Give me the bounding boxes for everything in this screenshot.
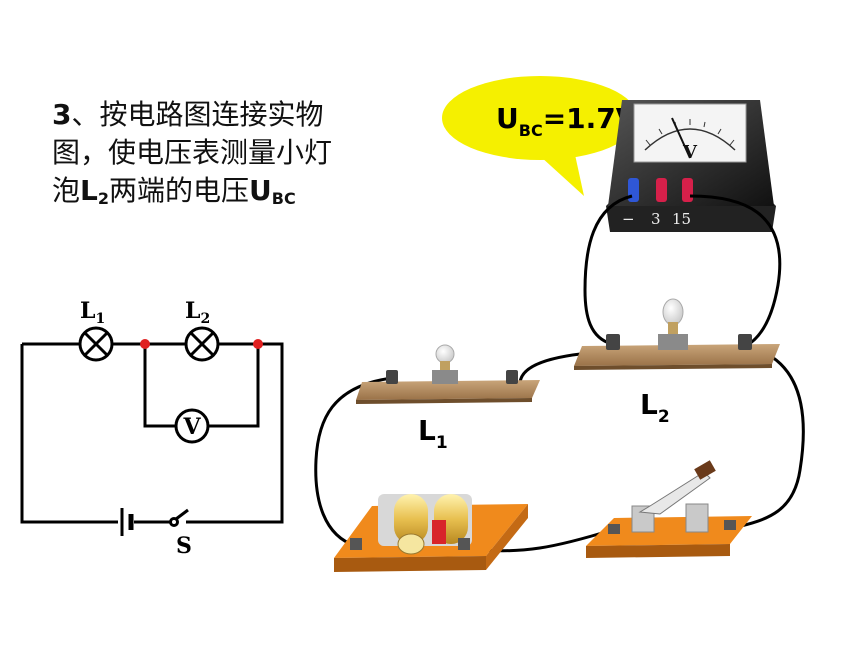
schematic-diagram [20, 342, 284, 524]
title-line-2: 图，使电压表测量小灯 [52, 136, 333, 169]
battery-cell-1 [394, 494, 428, 544]
schematic-lamp-l1-symbol [78, 326, 114, 362]
l1-socket [432, 370, 458, 384]
schematic-switch-symbol [169, 508, 189, 527]
title-line-1: 、按电路图连接实物 [71, 98, 324, 131]
schematic-switch-label: S [176, 533, 192, 559]
instruction-text: 3、按电路图连接实物 图，使电压表测量小灯 泡L2两端的电压UBC [52, 96, 392, 218]
battery-positive-marker [432, 520, 446, 544]
l1-terminal-left [386, 370, 398, 384]
title-volt-letter: U [249, 174, 272, 207]
battery-terminal-pos [458, 538, 470, 550]
lamp-l1-board [356, 344, 540, 404]
title-volt-sub: BC [271, 189, 296, 208]
photo-l1-label: L1 [418, 414, 448, 453]
step-number: 3 [52, 98, 72, 131]
schematic-lamp-l2-symbol [184, 326, 220, 362]
junction-point-c [253, 339, 263, 349]
battery-pack [334, 494, 528, 572]
schematic-l2-label: L2 [185, 298, 210, 327]
l1-terminal-right [506, 370, 518, 384]
photo-l2-label: L2 [640, 388, 670, 427]
battery-terminal-neg [350, 538, 362, 550]
schematic-voltmeter-symbol: V [174, 408, 210, 444]
l2-terminal-c [738, 334, 752, 350]
l2-terminal-b [606, 334, 620, 350]
voltmeter-device: V − 3 15 [606, 100, 776, 232]
switch-contact-post [685, 503, 709, 533]
terminal-label-minus: − [622, 210, 635, 228]
junction-point-b [140, 339, 150, 349]
title-line-3-mid: 两端的电压 [109, 174, 250, 207]
wire-l2-to-switch [731, 344, 805, 530]
voltmeter-negative-terminal [628, 178, 639, 202]
voltmeter-dial-face [633, 103, 747, 163]
voltage-reading-bubble: UBC=1.7V [442, 76, 638, 196]
wire-battery-to-l1 [314, 376, 393, 548]
l2-bulb [662, 298, 684, 326]
voltmeter-needle [671, 117, 691, 159]
knife-switch [586, 460, 752, 558]
schematic-top-wire [22, 342, 284, 524]
schematic-left-wire [20, 344, 118, 524]
terminal-label-3: 3 [651, 210, 661, 228]
voltmeter-15v-terminal [682, 178, 693, 202]
lamp-l2-board [574, 298, 780, 370]
schematic-voltmeter-branch [143, 344, 260, 428]
title-lamp-sub: 2 [97, 189, 109, 208]
l2-socket [658, 334, 688, 350]
wire-meter-to-b [583, 194, 633, 346]
voltmeter-3v-terminal [656, 178, 667, 202]
schematic-l1-label: L1 [80, 298, 105, 327]
switch-handle [694, 460, 716, 480]
voltage-reading-text: UBC=1.7V [496, 102, 638, 140]
schematic-voltmeter-letter: V [182, 414, 201, 440]
title-line-3-pre: 泡 [52, 174, 81, 207]
terminal-label-15: 15 [672, 210, 691, 228]
voltmeter-face-letter: V [682, 142, 698, 163]
wire-meter-to-c [689, 194, 782, 348]
l1-bulb [435, 344, 455, 364]
schematic-battery-symbol [120, 508, 134, 536]
title-lamp-letter: L [80, 174, 98, 207]
